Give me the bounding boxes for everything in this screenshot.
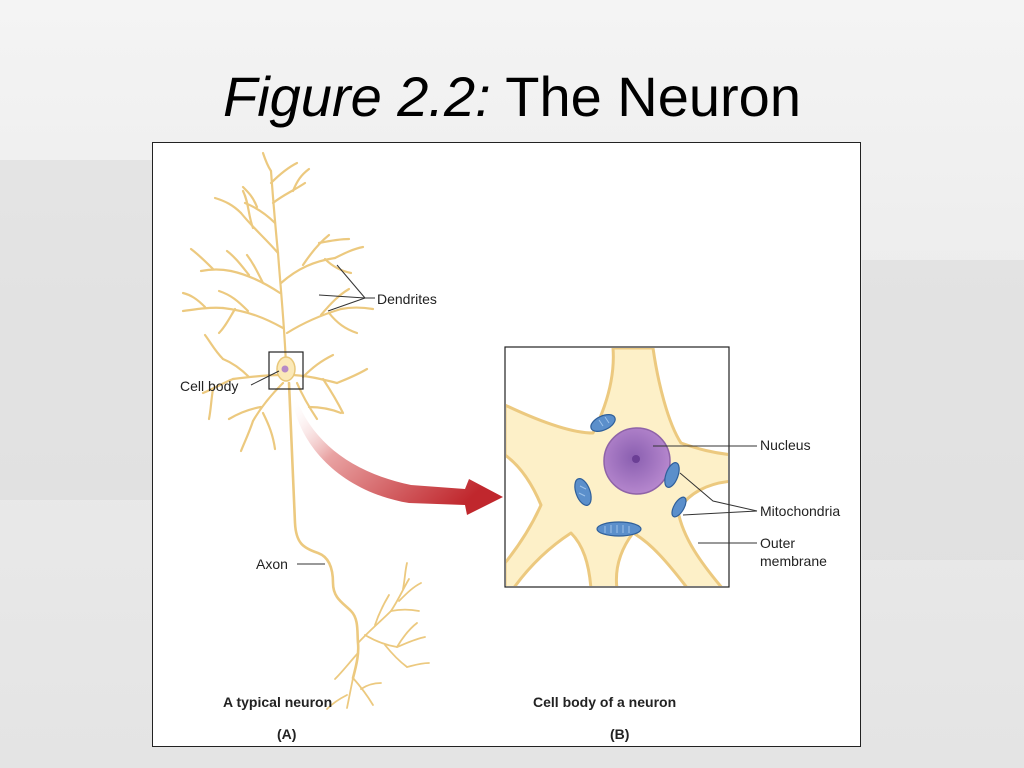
mitochondria-group [574,414,687,537]
panel-b-letter: (B) [610,726,630,742]
panel-a-letter: (A) [277,726,297,742]
mitochondrion [664,462,680,488]
caption-panel-b: Cell body of a neuron [533,694,677,710]
panel-b-leader-lines [653,445,758,544]
slide-title-text: The Neuron [490,65,801,128]
panel-a-leader-lines [250,264,375,565]
zoom-box [268,351,304,390]
mitochondria-cristae [578,416,630,533]
neuron-illustration [181,151,758,710]
label-cell-body: Cell body [180,378,239,394]
nucleolus [632,455,640,463]
label-outer-membrane-line1: Outer [760,535,796,551]
label-mitochondria: Mitochondria [760,503,841,519]
slide-title: Figure 2.2: The Neuron [0,62,1024,132]
neuron-figure: Dendrites Cell body Axon Nucleus Mitocho… [152,142,861,747]
caption-panel-a: A typical neuron [223,694,333,710]
mitochondrion [574,478,592,506]
mitochondrion [590,414,616,432]
label-axon: Axon [256,556,288,572]
cell-body-closeup [504,346,730,588]
mitochondrion [596,521,642,537]
background-band-right [862,260,1024,560]
background-band-left [0,160,160,500]
axon-terminals [326,562,430,710]
slide-title-figure-number: Figure 2.2: [223,65,491,128]
label-outer-membrane-line2: membrane [760,553,827,569]
soma-nucleus [281,365,289,373]
mitochondrion [671,496,687,518]
label-dendrites: Dendrites [377,291,437,307]
neuron-axon [287,381,360,680]
zoom-arrow [293,398,503,515]
label-nucleus: Nucleus [760,437,811,453]
neuron-dendrite-tree [181,151,375,453]
